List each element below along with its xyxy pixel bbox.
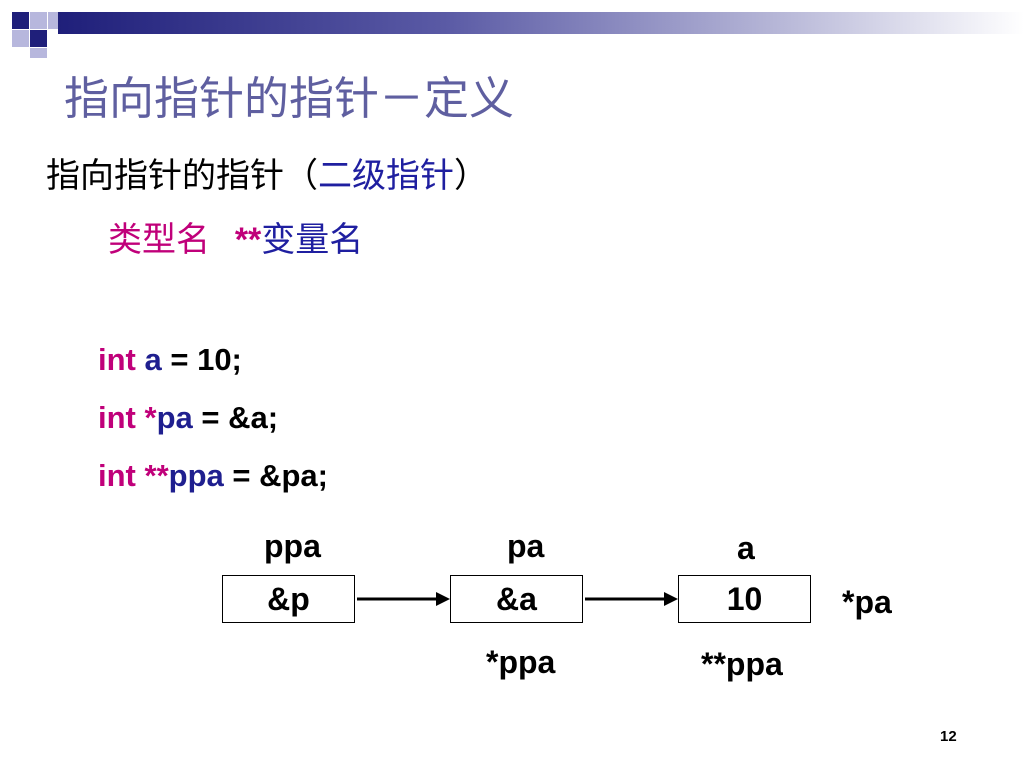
code-line-1: int a = 10; [98,342,242,378]
corner-square-light-3 [48,12,58,29]
definition-highlight: 二级指针 [318,156,454,196]
code-line-3: int **ppa = &pa; [98,458,328,494]
label-star-pa: *pa [842,584,892,620]
corner-square-dark-2 [30,30,47,47]
label-double-star-ppa: **ppa [701,646,783,682]
label-star-ppa: *ppa [486,644,556,680]
code-keyword: int [98,458,136,493]
header-gradient-bar [58,12,1024,34]
definition-prefix: 指向指针的指针（ [46,156,318,196]
corner-square-light-1 [30,12,47,29]
label-a: a [737,530,755,566]
label-pa: pa [507,528,545,564]
code-rest: = 10; [161,342,242,377]
code-keyword: int [98,342,136,377]
syntax-var: 变量名 [261,220,364,260]
label-ppa: ppa [264,528,321,564]
corner-square-dark-1 [12,12,29,29]
code-identifier: a [144,342,162,377]
corner-square-light-2 [12,30,29,47]
arrowhead-pa-to-a [664,592,678,606]
code-stars: * [144,400,157,435]
box-a: 10 [678,575,811,623]
code-rest: = &a; [192,400,279,435]
code-identifier: pa [156,400,193,435]
syntax-type: 类型名 [108,220,210,260]
corner-square-light-4 [30,48,47,58]
syntax-line: 类型名 **变量名 [108,212,363,261]
code-line-2: int *pa = &a; [98,400,278,436]
box-ppa: &p [222,575,355,623]
box-pa: &a [450,575,583,623]
arrowhead-ppa-to-pa [436,592,450,606]
definition-suffix: ） [454,156,488,196]
code-rest: = &pa; [223,458,328,493]
syntax-stars: ** [234,221,262,259]
slide-title: 指向指针的指针－定义 [64,72,515,125]
definition-line: 指向指针的指针（二级指针） [46,148,488,197]
code-identifier: ppa [168,458,224,493]
code-keyword: int [98,400,136,435]
page-number: 12 [940,728,957,745]
code-stars: ** [144,458,169,493]
